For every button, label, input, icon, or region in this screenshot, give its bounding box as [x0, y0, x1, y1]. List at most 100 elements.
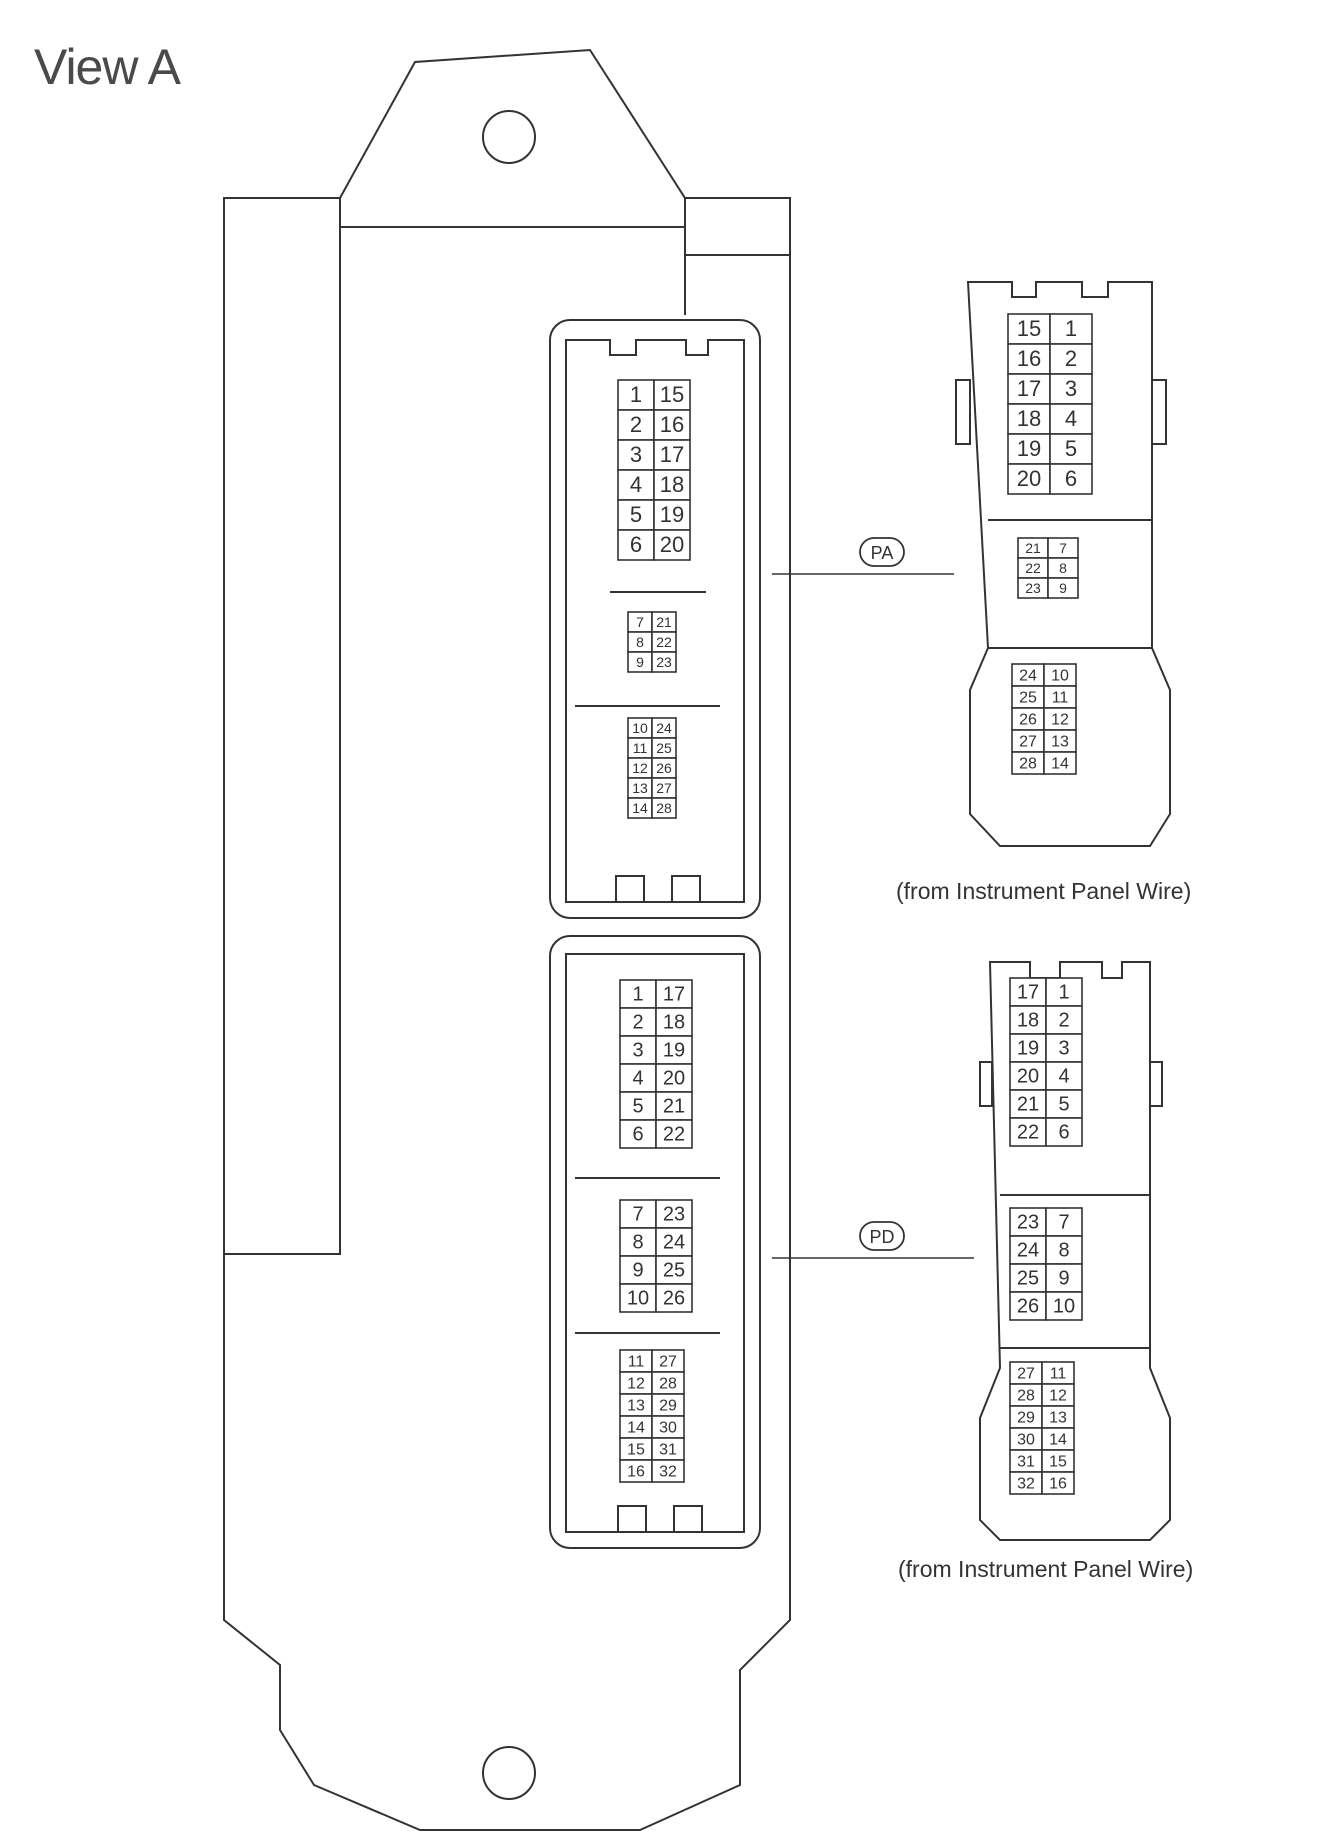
pin-number: 19 — [663, 1040, 685, 1062]
pin-number: 5 — [630, 502, 642, 527]
ecu-connector-upper-body — [565, 339, 745, 903]
pin-cell — [1045, 977, 1083, 1007]
lower-mounting-hole — [482, 1746, 536, 1800]
pin-cell — [1049, 313, 1093, 345]
pin-number: 11 — [1052, 689, 1069, 706]
pin-number: 26 — [663, 1288, 685, 1310]
pin-number: 28 — [656, 800, 672, 816]
code-badge-pd-outline — [859, 1221, 905, 1251]
pin-number: 27 — [1019, 733, 1037, 750]
pin-number: 24 — [1019, 667, 1037, 684]
pin-number: 22 — [1017, 1122, 1039, 1144]
pin-number: 28 — [659, 1375, 677, 1392]
pin-number: 14 — [627, 1419, 645, 1436]
pin-number: 27 — [659, 1353, 677, 1370]
pin-number: 1 — [1065, 316, 1077, 341]
pin-cell — [653, 529, 691, 561]
pin-cell — [655, 1255, 693, 1285]
pin-number: 20 — [660, 532, 684, 557]
pin-cell — [651, 797, 677, 819]
code-badge-pd-label: PD — [869, 1227, 894, 1247]
pin-number: 12 — [1051, 711, 1069, 728]
pin-number: 15 — [1017, 316, 1041, 341]
pin-number: 16 — [1049, 1475, 1067, 1492]
pin-number: 15 — [1049, 1453, 1067, 1470]
pin-number: 11 — [633, 740, 648, 756]
pin-cell — [619, 1199, 657, 1229]
diagram-title: View A — [34, 39, 181, 95]
ecu-connector-lower-notch — [617, 1505, 647, 1533]
pin-number: 14 — [632, 800, 648, 816]
pin-number: 21 — [663, 1096, 685, 1118]
pin-number: 20 — [1017, 1066, 1039, 1088]
pin-number: 9 — [632, 1260, 643, 1282]
pin-number: 26 — [1019, 711, 1037, 728]
ecu-connector-upper-notch — [671, 875, 701, 903]
pin-number: 10 — [627, 1288, 649, 1310]
pin-number: 25 — [1019, 689, 1037, 706]
ecu-housing-outline — [223, 48, 791, 1831]
pin-number: 3 — [632, 1040, 643, 1062]
pin-cell — [619, 1227, 657, 1257]
pin-cell — [655, 1091, 693, 1121]
code-badge-pa-label: PA — [871, 543, 894, 563]
pin-number: 7 — [1058, 1212, 1069, 1234]
pin-number: 14 — [1049, 1431, 1067, 1448]
pin-number: 8 — [1059, 560, 1067, 576]
pin-cell — [619, 1119, 657, 1149]
pin-number: 16 — [627, 1463, 645, 1480]
pin-cell — [617, 379, 655, 411]
pin-number: 5 — [1058, 1094, 1069, 1116]
pin-number: 19 — [1017, 436, 1041, 461]
pin-cell — [619, 1063, 657, 1093]
pin-number: 3 — [1058, 1038, 1069, 1060]
pin-number: 3 — [630, 442, 642, 467]
ecu-bracket-panel — [223, 197, 341, 1255]
pin-number: 21 — [656, 614, 672, 630]
pin-number: 9 — [1058, 1268, 1069, 1290]
ecu-connector-upper-notch — [615, 875, 645, 903]
pin-number: 9 — [636, 654, 644, 670]
pin-cell — [1047, 577, 1079, 599]
pin-number: 21 — [1025, 540, 1041, 556]
pin-cell — [1045, 1117, 1083, 1147]
pin-cell — [1043, 751, 1077, 775]
pin-number: 4 — [1065, 406, 1077, 431]
pin-cell — [1009, 1291, 1047, 1321]
pin-number: 23 — [656, 654, 672, 670]
pin-number: 27 — [656, 780, 672, 796]
pin-number: 26 — [656, 760, 672, 776]
pin-cell — [651, 1459, 685, 1483]
pin-cell — [1007, 403, 1051, 435]
code-badge-pa-outline — [859, 537, 905, 567]
pin-number: 24 — [1017, 1240, 1039, 1262]
pin-number: 28 — [1017, 1387, 1035, 1404]
pin-number: 8 — [1058, 1240, 1069, 1262]
pin-number: 5 — [1065, 436, 1077, 461]
ecu-connector-lower-body — [565, 953, 745, 1533]
pin-cell — [619, 1283, 657, 1313]
pin-number: 2 — [632, 1012, 643, 1034]
code-badge-pa: PA — [859, 537, 905, 567]
pin-cell — [619, 1007, 657, 1037]
pin-cell — [653, 499, 691, 531]
pin-number: 8 — [632, 1232, 643, 1254]
pin-cell — [653, 469, 691, 501]
ecu-connector-lower — [549, 935, 761, 1549]
pin-number: 25 — [1017, 1268, 1039, 1290]
pin-number: 16 — [660, 412, 684, 437]
pin-number: 12 — [1049, 1387, 1067, 1404]
pin-cell — [655, 1119, 693, 1149]
pin-number: 24 — [663, 1232, 685, 1254]
pin-number: 2 — [1058, 1010, 1069, 1032]
pin-number: 17 — [663, 984, 685, 1006]
pin-number: 25 — [656, 740, 672, 756]
pin-number: 10 — [1053, 1296, 1075, 1318]
